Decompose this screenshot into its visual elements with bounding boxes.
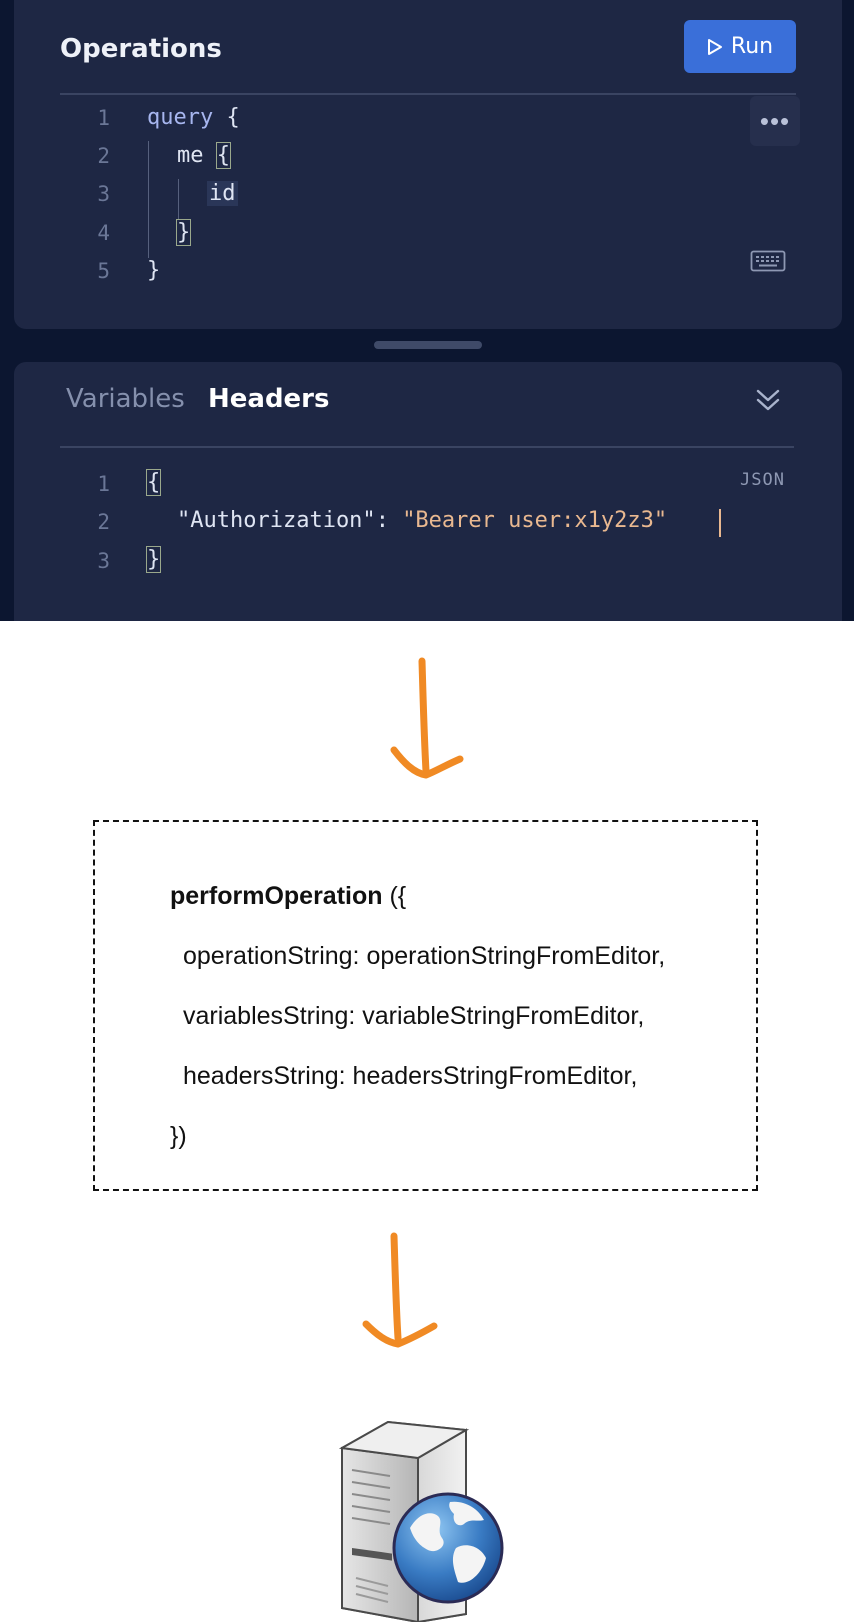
tab-variables[interactable]: Variables bbox=[66, 384, 185, 414]
argument-line: headersString: headersStringFromEditor, bbox=[183, 1062, 638, 1090]
json-key: "Authorization" bbox=[177, 508, 376, 533]
matched-brace: } bbox=[145, 546, 162, 573]
keyword-query: query bbox=[147, 105, 214, 130]
matched-brace: } bbox=[175, 219, 192, 246]
json-line-2[interactable]: "Authorization": "Bearer user:x1y2z3" bbox=[177, 508, 667, 533]
line-number: 4 bbox=[97, 221, 110, 245]
function-open: ({ bbox=[382, 882, 407, 910]
function-close: }) bbox=[170, 1122, 187, 1150]
text-cursor bbox=[719, 509, 721, 537]
variables-headers-panel bbox=[14, 362, 842, 621]
more-options-button[interactable]: ••• bbox=[750, 96, 800, 146]
collapse-chevrons-icon[interactable] bbox=[754, 386, 782, 414]
json-value: "Bearer user:x1y2z3 bbox=[402, 508, 654, 533]
tab-headers[interactable]: Headers bbox=[208, 384, 330, 414]
more-icon: ••• bbox=[759, 105, 791, 136]
line-number: 5 bbox=[97, 259, 110, 283]
arrow-down-icon bbox=[362, 1232, 438, 1348]
web-server-globe-icon bbox=[338, 1420, 504, 1622]
code-line-3[interactable]: id bbox=[207, 181, 238, 206]
line-number: 3 bbox=[97, 549, 110, 573]
json-colon: : bbox=[375, 508, 389, 533]
line-number: 1 bbox=[97, 472, 110, 496]
run-label: Run bbox=[730, 34, 774, 59]
json-line-1[interactable]: { bbox=[145, 469, 162, 496]
operations-divider bbox=[60, 93, 796, 95]
argument-line: variablesString: variableStringFromEdito… bbox=[183, 1002, 645, 1030]
graphiql-editor-area: Operations Run 1 2 3 4 5 query { me { id bbox=[0, 0, 854, 621]
keyboard-icon[interactable] bbox=[750, 250, 786, 272]
json-value-quote: " bbox=[653, 508, 668, 533]
operations-panel: Operations Run 1 2 3 4 5 query { me { id bbox=[14, 0, 842, 329]
argument-line: operationString: operationStringFromEdit… bbox=[183, 942, 666, 970]
indent-guide bbox=[178, 179, 179, 219]
code-line-4[interactable]: } bbox=[175, 219, 192, 246]
matched-brace: { bbox=[215, 142, 232, 169]
format-label: JSON bbox=[740, 470, 785, 490]
brace: } bbox=[147, 258, 161, 283]
line-number: 2 bbox=[97, 144, 110, 168]
code-line-5[interactable]: } bbox=[147, 258, 160, 283]
run-button[interactable]: Run bbox=[684, 20, 796, 73]
field-id: id bbox=[207, 181, 238, 206]
line-number: 1 bbox=[97, 106, 110, 130]
line-number: 2 bbox=[97, 510, 110, 534]
headers-divider bbox=[60, 446, 794, 448]
perform-operation-box bbox=[93, 820, 758, 1191]
field-me: me bbox=[177, 143, 204, 168]
code-line-2[interactable]: me { bbox=[177, 142, 232, 169]
code-line-1[interactable]: query { bbox=[147, 105, 240, 130]
json-line-3[interactable]: } bbox=[145, 546, 162, 573]
line-number: 3 bbox=[97, 182, 110, 206]
play-icon bbox=[707, 38, 722, 55]
operations-title: Operations bbox=[60, 34, 222, 64]
brace: { bbox=[226, 105, 240, 130]
function-call-line: performOperation ({ bbox=[170, 882, 406, 911]
arrow-down-icon bbox=[390, 657, 464, 779]
matched-brace: { bbox=[145, 469, 162, 496]
function-name: performOperation bbox=[170, 882, 383, 910]
indent-guide bbox=[148, 141, 149, 258]
resize-handle[interactable] bbox=[374, 341, 482, 349]
